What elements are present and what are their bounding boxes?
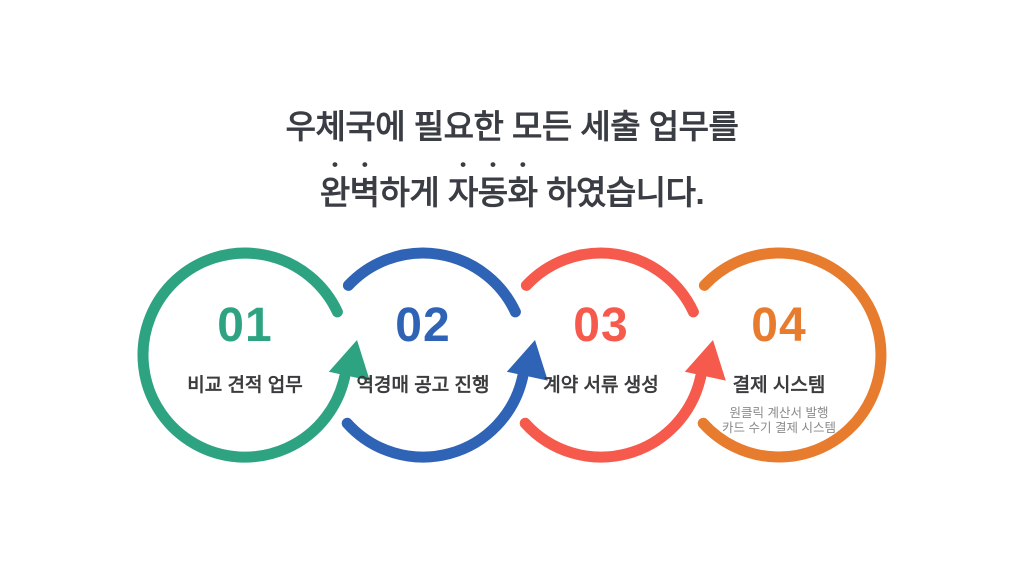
step-3: 03 계약 서류 생성 <box>499 299 703 396</box>
step-4-subline-2: 카드 수기 결제 시스템 <box>722 421 836 435</box>
step-4: 04 결제 시스템 원클릭 계산서 발행 카드 수기 결제 시스템 <box>677 302 881 436</box>
page-title: 우체국에 필요한 모든 세출 업무를 완벽하게 자동화 하였습니다. <box>0 98 1024 221</box>
step-2-bottom-arc <box>341 370 529 463</box>
step-2-label: 역경매 공고 진행 <box>356 375 490 396</box>
step-3-cycle-arrow-icon <box>519 247 726 463</box>
step-4-label: 결제 시스템 <box>732 375 826 396</box>
step-4-subline-1: 원클릭 계산서 발행 <box>729 406 829 420</box>
step-2: 02 역경매 공고 진행 <box>321 299 525 396</box>
title-emphasis-word-2: 자동화 <box>447 174 538 211</box>
step-1-cycle-arrow-icon <box>137 247 370 463</box>
title-line-2: 완벽하게 자동화 하였습니다. <box>0 155 1024 221</box>
step-1: 01 비교 견적 업무 <box>143 299 347 396</box>
step-4-sublines: 원클릭 계산서 발행 카드 수기 결제 시스템 <box>722 406 836 436</box>
title-plain-segment-2: 하였습니다. <box>537 174 705 211</box>
title-plain-segment-1: 하게 <box>379 174 448 211</box>
step-3-bottom-arc <box>519 370 707 463</box>
step-3-number: 03 <box>573 299 629 352</box>
step-1-arc <box>137 247 351 463</box>
title-emphasis-word-1: 완벽 <box>319 174 380 211</box>
step-4-cycle-arrow-icon <box>697 247 887 463</box>
step-3-top-arc <box>520 247 699 318</box>
step-1-label: 비교 견적 업무 <box>187 375 303 396</box>
step-3-arrowhead-icon <box>684 340 726 381</box>
step-2-cycle-arrow-icon <box>341 247 548 463</box>
step-3-label: 계약 서류 생성 <box>543 375 659 396</box>
step-4-number: 04 <box>751 299 807 352</box>
title-line-1: 우체국에 필요한 모든 세출 업무를 <box>285 108 739 145</box>
step-1-arrowhead-icon <box>328 340 370 381</box>
step-4-arc <box>697 247 887 463</box>
step-1-number: 01 <box>217 299 273 352</box>
step-2-arrowhead-icon <box>506 340 548 381</box>
step-2-top-arc <box>342 247 521 318</box>
step-2-number: 02 <box>395 299 451 352</box>
